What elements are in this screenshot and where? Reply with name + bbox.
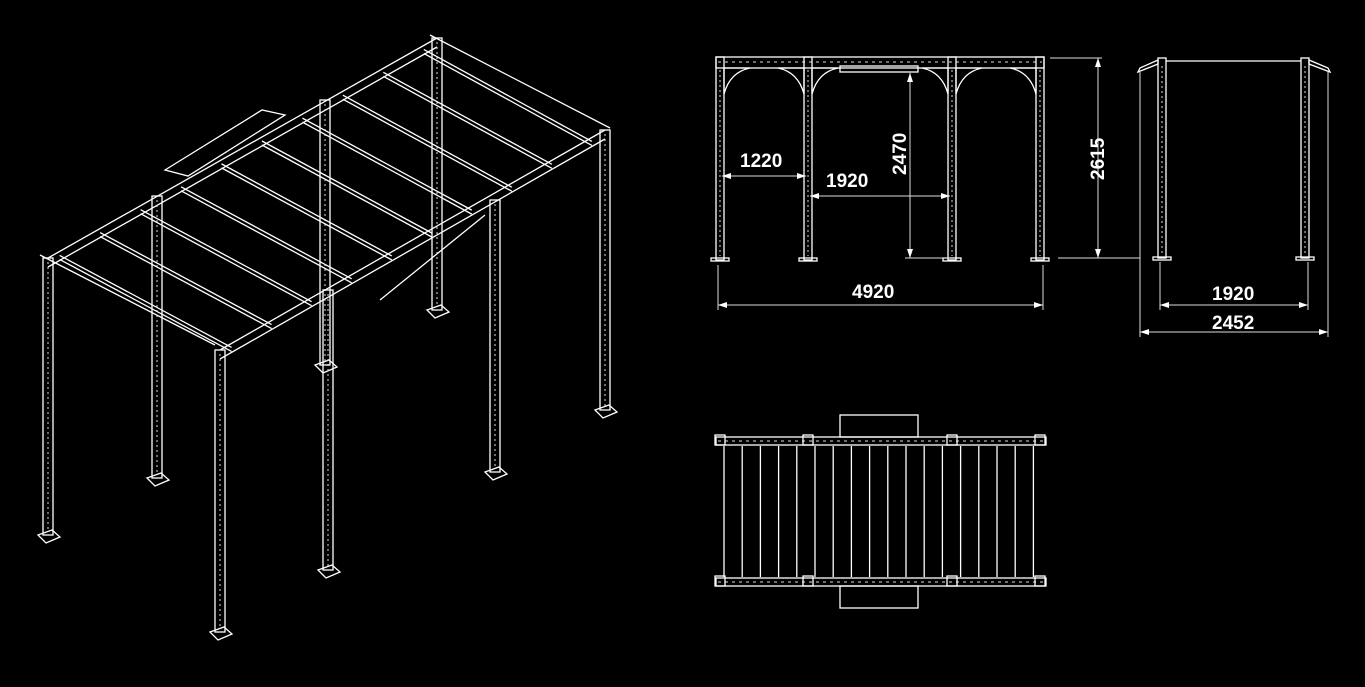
iso-foot-plate [145, 472, 171, 487]
dim-2452: 2452 [1212, 313, 1254, 334]
top-post [714, 575, 726, 587]
arrowhead [1299, 302, 1308, 308]
arrowhead [810, 193, 819, 199]
iso-foot-plate [208, 626, 234, 641]
top-post [802, 434, 814, 446]
front-foot [710, 257, 730, 262]
front-gusset [723, 67, 751, 95]
iso-foot-plate [593, 404, 619, 419]
front-gusset [921, 67, 949, 95]
iso-crossbar [140, 209, 312, 303]
iso-crossbar-edge [342, 98, 513, 192]
arrowhead [797, 173, 806, 179]
iso-top-beam-edge [47, 46, 438, 268]
arrowhead [1160, 302, 1169, 308]
iso-post [599, 129, 611, 411]
arrowhead [907, 249, 913, 258]
iso-crossbar-edge [383, 75, 553, 169]
arrowhead [1140, 329, 1149, 335]
front-post [715, 56, 725, 261]
iso-post [151, 195, 163, 479]
top-post [946, 434, 958, 446]
iso-post [42, 257, 54, 536]
front-gusset [955, 67, 983, 95]
arrowhead [1095, 249, 1101, 258]
iso-hanging-bar [379, 214, 486, 301]
iso-crossbar-edge [180, 190, 352, 284]
iso-crossbar [261, 140, 433, 234]
arrowhead [1034, 302, 1043, 308]
front-post [1035, 56, 1045, 261]
top-post [714, 434, 726, 446]
side-post [1300, 57, 1310, 259]
iso-pullup-bar [163, 109, 287, 177]
front-view [710, 56, 1140, 310]
top-view [714, 414, 1047, 609]
dim-2470: 2470 [890, 133, 911, 175]
iso-top-beam [47, 37, 438, 259]
arrowhead [941, 193, 950, 199]
top-pullup-bar-back [839, 414, 919, 438]
top-pullup-bar-front [839, 585, 919, 609]
dim-1920-front: 1920 [826, 171, 868, 192]
dim-2615: 2615 [1088, 137, 1109, 180]
iso-crossbar-edge [302, 121, 473, 215]
iso-crossbar [383, 71, 553, 165]
iso-post [319, 99, 331, 366]
side-view [1136, 57, 1332, 337]
iso-top-beam-edge [219, 138, 606, 360]
dim-4920: 4920 [852, 282, 894, 303]
front-pullup-bar [839, 65, 919, 73]
iso-foot-plate [425, 304, 451, 319]
iso-crossbar-edge [99, 235, 272, 330]
front-foot [798, 257, 818, 262]
iso-crossbar [342, 94, 513, 188]
top-post [802, 575, 814, 587]
front-gusset [1009, 67, 1037, 95]
arrowhead [1319, 329, 1328, 335]
iso-end-beam [429, 34, 611, 129]
side-arm-right [1308, 59, 1332, 74]
iso-post [322, 289, 334, 571]
arrowhead [907, 73, 913, 82]
side-post [1157, 57, 1167, 259]
isometric-view [36, 34, 619, 641]
top-post [946, 575, 958, 587]
iso-post [489, 199, 501, 473]
side-arm-left [1136, 58, 1159, 74]
iso-post [214, 349, 226, 633]
iso-crossbar [99, 231, 272, 326]
iso-foot-plate [36, 529, 62, 544]
front-gusset [777, 67, 805, 95]
iso-crossbar [221, 163, 393, 257]
iso-foot-plate [483, 466, 509, 481]
iso-foot-plate [313, 359, 339, 374]
iso-foot-plate [316, 564, 342, 579]
front-gusset [811, 67, 839, 95]
side-foot [1295, 256, 1315, 261]
front-post [947, 56, 957, 261]
front-post [803, 56, 813, 261]
iso-end-beam [39, 254, 216, 346]
top-post [1034, 575, 1046, 587]
iso-crossbar [302, 117, 473, 211]
top-post [1034, 434, 1046, 446]
arrowhead [1095, 58, 1101, 67]
iso-crossbar [59, 254, 232, 348]
iso-crossbar [423, 48, 593, 143]
iso-crossbar-edge [221, 167, 393, 261]
iso-crossbar-edge [423, 52, 593, 147]
arrowhead [718, 302, 727, 308]
dim-1220: 1220 [740, 151, 782, 172]
front-foot [1030, 257, 1050, 262]
iso-crossbar-edge [261, 144, 433, 238]
iso-top-beam [219, 129, 606, 351]
dim-1920-side: 1920 [1212, 284, 1254, 305]
side-foot [1152, 256, 1172, 261]
iso-crossbar-edge [140, 213, 312, 307]
iso-crossbar [180, 186, 352, 280]
iso-crossbar-edge [59, 258, 232, 352]
front-foot [942, 257, 962, 262]
arrowhead [722, 173, 731, 179]
